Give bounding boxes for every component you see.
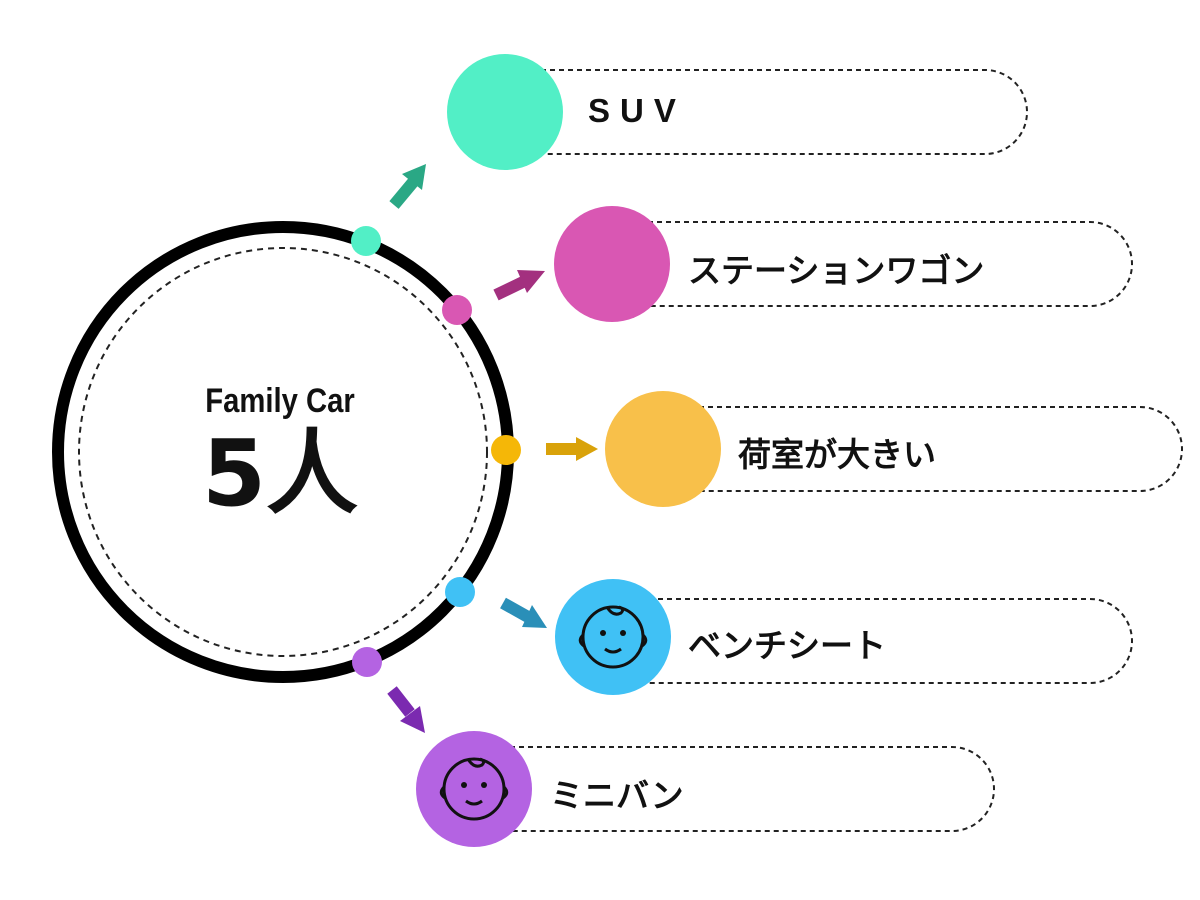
label-large-cargo: 荷室が大きい <box>738 435 936 474</box>
pill-large-cargo <box>663 406 1183 492</box>
item-suv <box>351 54 1028 256</box>
dot-station-wagon <box>442 295 472 325</box>
circle-minivan <box>416 731 532 847</box>
circle-bench-seat <box>555 579 671 695</box>
pill-bench-seat <box>613 598 1133 684</box>
item-minivan <box>352 647 995 847</box>
arrow-suv <box>389 164 426 209</box>
item-bench-seat <box>445 577 1133 695</box>
hub-inner-dashed-ring <box>78 247 488 657</box>
label-station-wagon: ステーションワゴン <box>688 251 985 290</box>
dot-minivan <box>352 647 382 677</box>
circle-large-cargo <box>605 391 721 507</box>
circle-station-wagon <box>554 206 670 322</box>
pill-suv <box>505 69 1028 155</box>
item-large-cargo <box>491 391 1183 507</box>
arrow-station-wagon <box>493 270 545 301</box>
item-station-wagon <box>442 206 1133 325</box>
label-bench-seat: ベンチシート <box>688 626 886 665</box>
arrow-large-cargo <box>546 437 598 461</box>
label-suv: SUV <box>588 92 686 129</box>
arrow-minivan <box>387 686 425 733</box>
pill-station-wagon <box>612 221 1133 307</box>
center-title: Family Car <box>205 382 355 420</box>
arrow-bench-seat <box>500 597 547 628</box>
dot-large-cargo <box>491 435 521 465</box>
pill-minivan <box>474 746 995 832</box>
dot-bench-seat <box>445 577 475 607</box>
dot-suv <box>351 226 381 256</box>
label-minivan: ミニバン <box>550 776 684 815</box>
circle-suv <box>447 54 563 170</box>
center-value: 5人 <box>201 420 358 527</box>
